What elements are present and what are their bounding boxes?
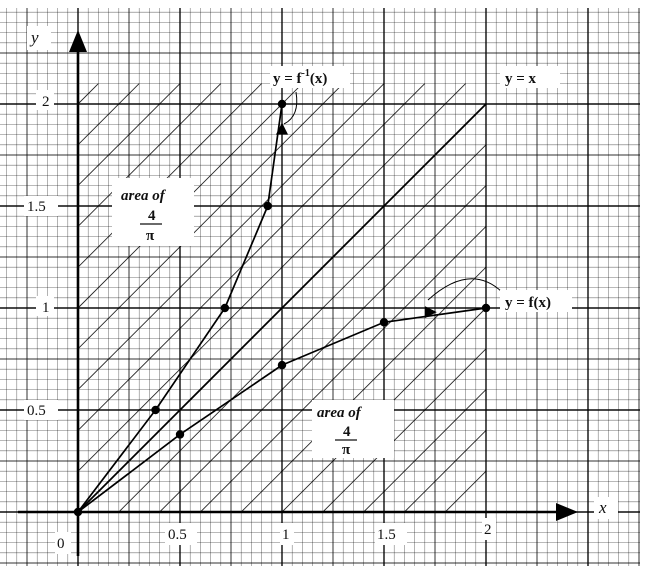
hatch-line xyxy=(363,389,487,513)
fine-grid xyxy=(0,8,640,566)
area-annotation-lower-denominator: π xyxy=(342,442,351,458)
area-annotation-upper-text: area of xyxy=(121,188,167,204)
hatch-line xyxy=(77,83,262,268)
y-tick-label-1: 1 xyxy=(42,300,50,316)
axes xyxy=(18,30,578,556)
hatch-line xyxy=(77,83,222,227)
hatch-line xyxy=(200,226,487,513)
hatch-line xyxy=(118,144,487,513)
area-annotation-lower-text: area of xyxy=(317,405,363,421)
hatch-line xyxy=(77,83,140,146)
hatch-line xyxy=(77,83,426,431)
hatch-line xyxy=(77,83,385,390)
origin-label: 0 xyxy=(57,536,65,552)
function-curve-label: y = f(x) xyxy=(505,295,551,311)
y-tick-label-2: 2 xyxy=(42,94,50,110)
identity-line xyxy=(77,103,487,513)
hatch-line xyxy=(240,266,487,513)
function-point xyxy=(277,360,287,370)
area-annotation-upper-numerator: 4 xyxy=(148,208,156,224)
hatch-line xyxy=(77,83,344,350)
x-tick-label-2: 2 xyxy=(484,522,492,538)
y-tick-label-0.5: 0.5 xyxy=(27,403,46,419)
function-point xyxy=(175,430,185,439)
inverse-curve-label: y = f-1(x) xyxy=(273,68,327,87)
origin-point xyxy=(73,507,83,517)
inverse-point xyxy=(220,303,230,313)
hatch-line xyxy=(444,470,487,513)
area-annotation-lower-numerator: 4 xyxy=(343,424,351,440)
inverse-point xyxy=(263,201,272,211)
function-label-leader xyxy=(427,278,503,301)
hatch-line xyxy=(77,83,466,472)
y-axis-label: y xyxy=(29,28,39,47)
area-annotation-upper-denominator: π xyxy=(146,228,155,244)
function-curve-arrowhead xyxy=(424,306,437,319)
hatch-lines xyxy=(77,83,487,513)
hatch-line xyxy=(77,83,99,105)
x-tick-label-1.5: 1.5 xyxy=(377,527,396,543)
hatch-line xyxy=(322,348,487,513)
x-tick-label-1: 1 xyxy=(282,527,290,543)
inverse-point xyxy=(151,405,160,415)
identity-line-label: y = x xyxy=(505,71,537,87)
data-points xyxy=(73,99,491,517)
text-labels: 0 0.5 1 1.5 2 0.5 1 1.5 2 y x y = f-1(x) xyxy=(24,26,618,554)
inverse-label-leader xyxy=(283,91,298,125)
y-axis-arrow xyxy=(69,30,87,52)
x-axis-arrow xyxy=(556,503,578,521)
x-tick-label-0.5: 0.5 xyxy=(168,527,187,543)
function-point xyxy=(481,303,491,313)
inverse-curve-arrowhead xyxy=(276,122,288,135)
x-axis-label: x xyxy=(598,498,607,517)
y-tick-label-1.5: 1.5 xyxy=(27,199,46,215)
function-point xyxy=(379,318,389,327)
hatch-line xyxy=(404,430,487,513)
hatch-line xyxy=(77,83,181,186)
inverse-point xyxy=(277,99,287,109)
